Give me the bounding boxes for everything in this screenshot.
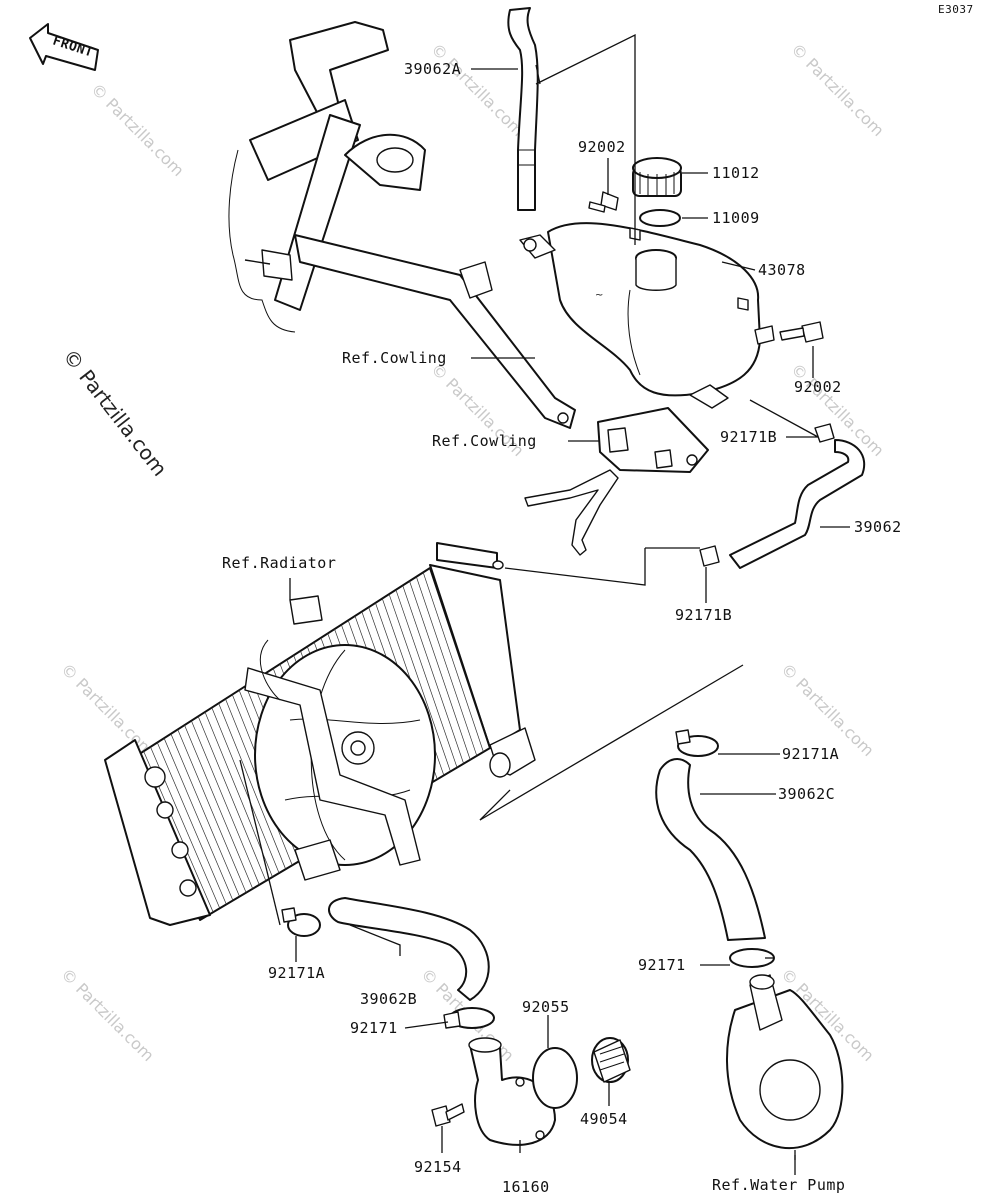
radiator-fin xyxy=(177,729,247,893)
cooling-fan xyxy=(244,595,436,881)
callout-39062: 39062 xyxy=(854,518,902,536)
callout-ref-cowling-1: Ref.Cowling xyxy=(342,349,447,367)
frame-bracket xyxy=(228,21,576,429)
callout-ref-radiator: Ref.Radiator xyxy=(222,554,336,572)
callout-39062c: 39062C xyxy=(778,785,835,803)
thermostat-49054 xyxy=(591,1037,631,1083)
callout-49054: 49054 xyxy=(580,1110,628,1128)
watermark: © Partzilla.com xyxy=(57,964,158,1065)
hose-39062a xyxy=(507,7,539,211)
water-pump xyxy=(726,974,844,1149)
gasket-11009 xyxy=(639,209,681,227)
radiator-fin xyxy=(416,576,478,756)
callout-43078: 43078 xyxy=(758,261,806,279)
clamp-92171-left xyxy=(443,1007,495,1029)
bolt-92154 xyxy=(431,1103,465,1127)
radiator-fin xyxy=(218,703,287,870)
callout-39062a: 39062A xyxy=(404,60,461,78)
callout-92171b-upper: 92171B xyxy=(720,428,777,446)
cap-11012 xyxy=(632,157,682,197)
radiator-fin xyxy=(184,724,254,889)
clamp-92171a-right xyxy=(675,729,719,757)
radiator-fin xyxy=(163,738,234,901)
watermark-main: © Partzilla.com xyxy=(58,344,172,480)
clamp-92171a-left xyxy=(281,907,321,937)
watermark: © Partzilla.com xyxy=(57,659,158,760)
radiator-fin xyxy=(402,585,464,764)
radiator-fin xyxy=(409,580,471,760)
front-arrow: FRONT xyxy=(29,23,99,71)
diagram-code: E3037 xyxy=(938,3,974,16)
radiator-fin xyxy=(395,589,458,768)
hose-39062c xyxy=(655,758,766,941)
radiator-fin xyxy=(388,594,451,772)
hose-39062 xyxy=(729,439,865,569)
radiator-fin xyxy=(170,733,240,897)
callouts: 39062A 92002 11012 11009 43078 Ref.Cowli… xyxy=(222,60,902,1196)
callout-92154: 92154 xyxy=(414,1158,462,1176)
nut xyxy=(737,297,749,311)
svg-text:~: ~ xyxy=(595,290,603,301)
radiator-fin xyxy=(156,742,227,905)
callout-92002-top: 92002 xyxy=(578,138,626,156)
callout-ref-water-pump: Ref.Water Pump xyxy=(712,1176,845,1194)
oring-92055 xyxy=(532,1047,578,1109)
reservoir-43078: ~ xyxy=(519,222,775,409)
callout-92171a-right: 92171A xyxy=(782,745,839,763)
radiator-fin xyxy=(197,716,267,882)
cowling-bracket xyxy=(524,407,709,556)
callout-92171-left: 92171 xyxy=(350,1019,398,1037)
callout-16160: 16160 xyxy=(502,1178,550,1196)
radiator-fin xyxy=(211,707,280,874)
thermostat-housing-16160 xyxy=(468,1037,556,1146)
callout-92055: 92055 xyxy=(522,998,570,1016)
watermark: © Partzilla.com xyxy=(427,39,528,140)
radiator-fin xyxy=(191,720,260,885)
callout-11012: 11012 xyxy=(712,164,760,182)
radiator-fin xyxy=(422,572,484,753)
hose-39062b xyxy=(328,897,490,1001)
callout-ref-cowling-2: Ref.Cowling xyxy=(432,432,537,450)
clamp-92171b-upper xyxy=(814,423,835,443)
bolt-92002-right xyxy=(779,321,824,343)
watermark: © Partzilla.com xyxy=(87,79,188,180)
callout-92171-right: 92171 xyxy=(638,956,686,974)
callout-92171a-left: 92171A xyxy=(268,964,325,982)
watermark: © Partzilla.com xyxy=(787,39,888,140)
callout-11009: 11009 xyxy=(712,209,760,227)
clamp-92171b-lower xyxy=(699,545,720,567)
callout-92002-right: 92002 xyxy=(794,378,842,396)
leader-lines xyxy=(239,33,850,1175)
bolt-92002-top xyxy=(588,191,619,213)
callout-92171b-lower: 92171B xyxy=(675,606,732,624)
callout-39062b: 39062B xyxy=(360,990,417,1008)
